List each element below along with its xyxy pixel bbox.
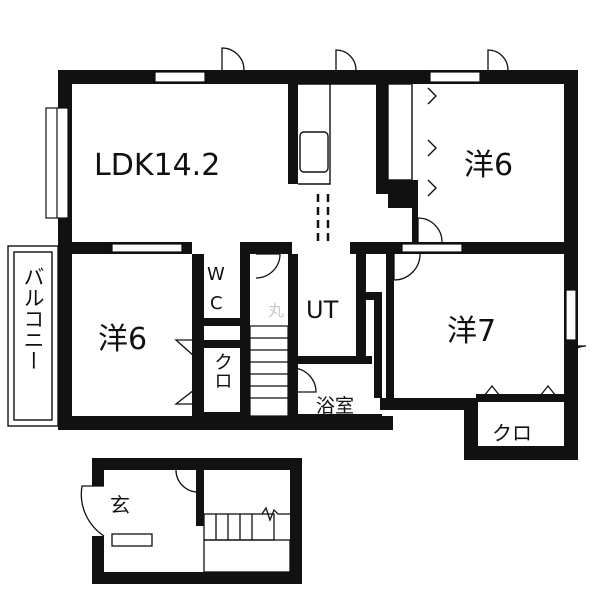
room-label-utility: UT	[306, 296, 339, 324]
room-label-closet-se: クロ	[492, 421, 532, 445]
interior-walls	[72, 84, 564, 422]
room-label-entrance: 玄	[110, 493, 130, 517]
watermark: 丸	[268, 301, 284, 320]
lower-floor-fixtures	[80, 469, 291, 573]
windows	[45, 71, 577, 341]
balcony	[7, 245, 59, 427]
room-label-balcony: バルコニー	[21, 266, 45, 371]
kitchen-counter	[298, 83, 437, 242]
room-label-ldk: LDK14.2	[94, 148, 220, 183]
room-label-closet-w: クロ	[211, 352, 233, 390]
room-label-wc-top: W	[207, 264, 225, 285]
stairs-upper	[249, 325, 289, 417]
room-label-western-w: 洋6	[98, 322, 147, 357]
room-label-western-se: 洋7	[447, 314, 496, 349]
room-label-wc-bottom: C	[210, 293, 223, 314]
lower-floor-walls	[92, 458, 302, 584]
room-label-bath: 浴室	[316, 395, 354, 417]
room-label-western-ne: 洋6	[464, 148, 513, 183]
door-swings	[174, 47, 587, 405]
